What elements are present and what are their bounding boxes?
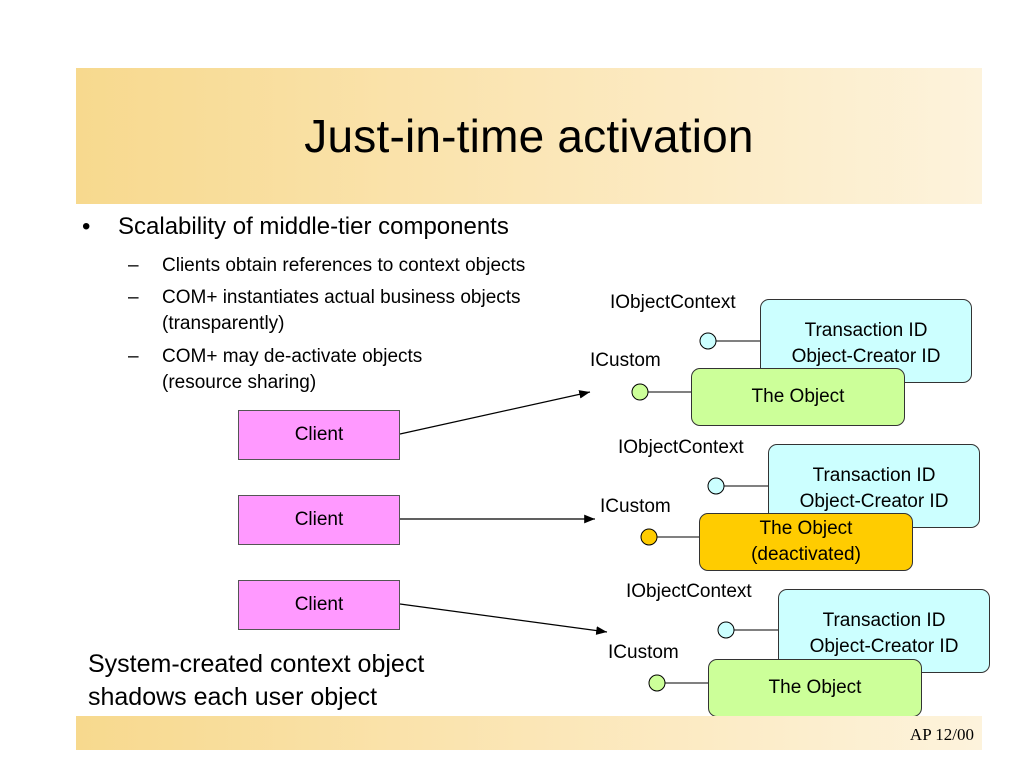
creator-id-label: Object-Creator ID	[809, 636, 959, 657]
context-lollipop-3	[717, 621, 735, 639]
sub-bullet-3: – COM+ may de-activate objects (resource…	[128, 344, 422, 396]
sub-bullet-text: Clients obtain references to context obj…	[162, 255, 526, 276]
client-arrow-1	[399, 390, 591, 435]
business-object-1: The Object	[691, 368, 905, 426]
client-arrow-3	[399, 603, 608, 635]
context-lollipop-2	[707, 477, 725, 495]
slide-title: Just-in-time activation	[304, 110, 754, 162]
business-object-2-deactivated: The Object (deactivated)	[699, 513, 913, 571]
main-bullet-text: Scalability of middle-tier components	[118, 213, 509, 240]
context-interface-label-1: IObjectContext	[610, 292, 736, 313]
footer-band	[76, 716, 982, 750]
transaction-id-label: Transaction ID	[822, 610, 946, 631]
custom-interface-label-1: ICustom	[590, 350, 661, 371]
object-label: The Object	[759, 518, 853, 539]
object-lollipop-2	[640, 528, 658, 546]
business-object-3: The Object	[708, 659, 922, 717]
context-lollipop-1	[699, 332, 717, 350]
sub-bullet-text-cont: (transparently)	[162, 313, 285, 334]
client-box-1: Client	[238, 410, 400, 460]
transaction-id-label: Transaction ID	[812, 465, 936, 486]
object-lollipop-3	[648, 674, 666, 692]
object-lollipop-1	[631, 383, 649, 401]
custom-interface-label-3: ICustom	[608, 642, 679, 663]
caption-line-2: shadows each user object	[88, 683, 378, 711]
diagram-caption: System-created context object shadows ea…	[88, 648, 424, 714]
title-band	[76, 68, 982, 204]
footer-text: AP 12/00	[909, 725, 974, 744]
object-label: The Object	[751, 386, 845, 407]
context-interface-label-3: IObjectContext	[626, 581, 752, 602]
context-interface-label-2: IObjectContext	[618, 437, 744, 458]
sub-bullet-dash: –	[128, 287, 139, 308]
sub-bullet-dash: –	[128, 346, 139, 367]
creator-id-label: Object-Creator ID	[799, 491, 949, 512]
caption-line-1: System-created context object	[88, 650, 425, 678]
transaction-id-label: Transaction ID	[804, 320, 928, 341]
creator-id-label: Object-Creator ID	[791, 346, 941, 367]
sub-bullet-text-cont: (resource sharing)	[162, 372, 317, 393]
custom-interface-label-2: ICustom	[600, 496, 671, 517]
client-box-3: Client	[238, 580, 400, 630]
sub-bullet-text: COM+ instantiates actual business object…	[162, 287, 521, 308]
sub-bullet-dash: –	[128, 255, 139, 276]
sub-bullet-2: – COM+ instantiates actual business obje…	[128, 285, 521, 337]
object-label: The Object	[768, 677, 862, 698]
sub-bullet-1: – Clients obtain references to context o…	[128, 253, 525, 279]
client-box-2: Client	[238, 495, 400, 545]
sub-bullet-text: COM+ may de-activate objects	[162, 346, 423, 367]
bullet-mark: •	[82, 213, 91, 240]
deactivated-label: (deactivated)	[751, 544, 861, 565]
